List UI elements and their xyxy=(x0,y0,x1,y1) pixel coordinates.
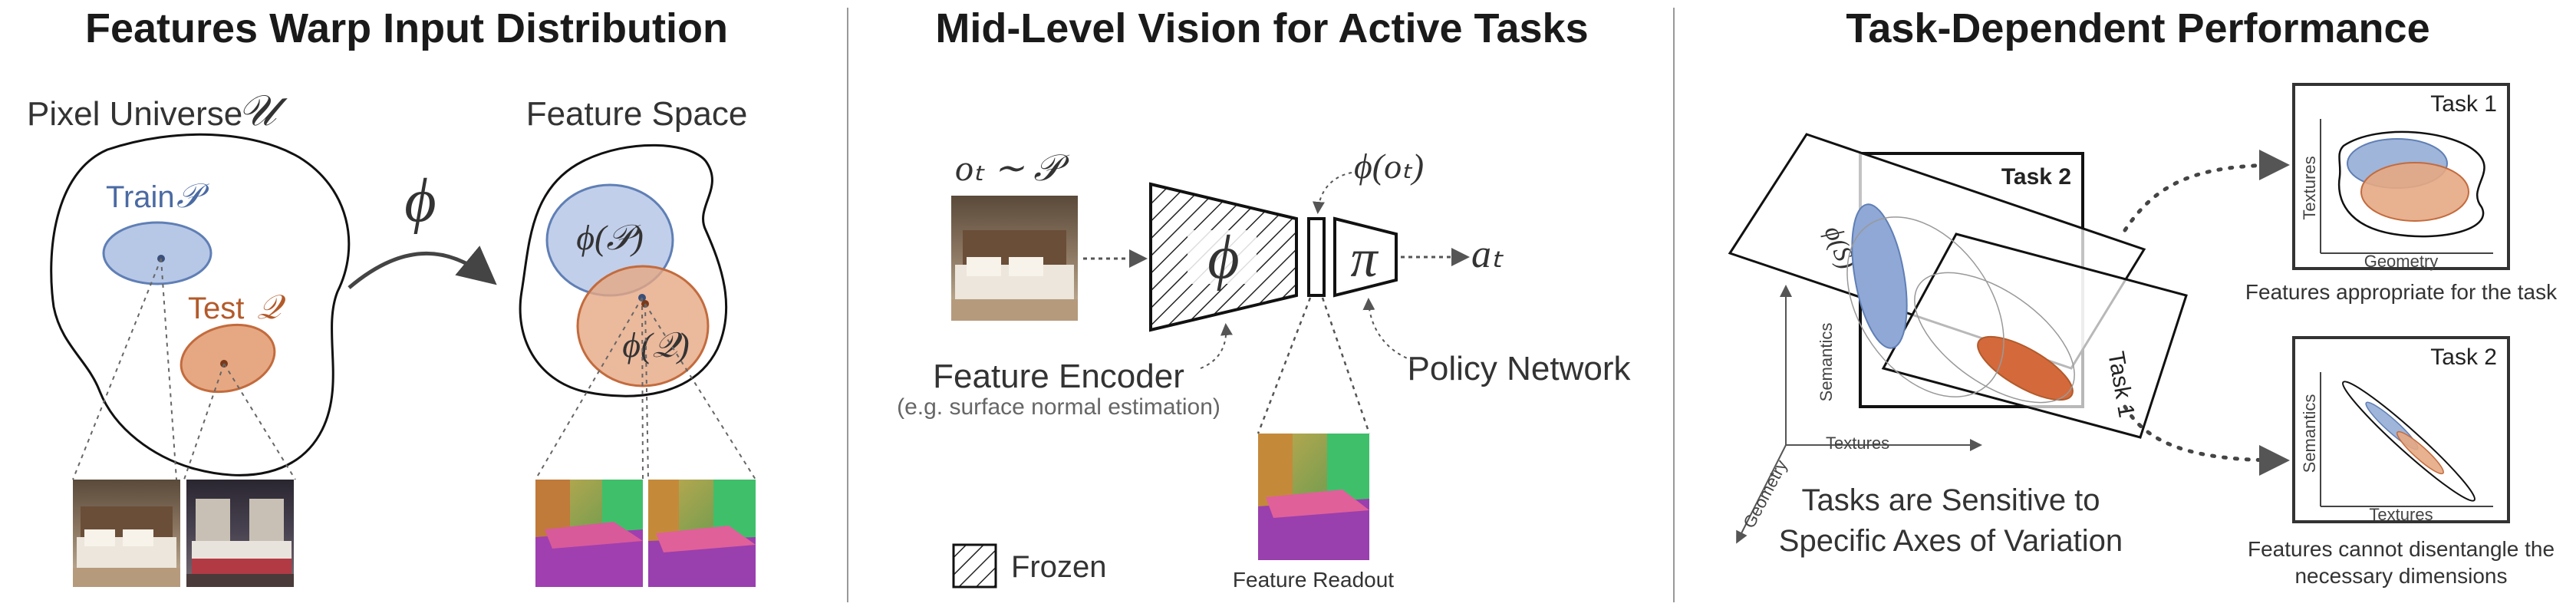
pixel-universe-symbol: 𝒰 xyxy=(238,87,288,135)
arrow-to-task2-box xyxy=(2123,404,2290,476)
action-label: aₜ xyxy=(1471,232,1504,276)
test-label: Test xyxy=(188,292,244,325)
feature-readout-label: Feature Readout xyxy=(1233,568,1394,592)
plane-contour-2 xyxy=(1914,272,2075,404)
task1-x-axis-label: Geometry xyxy=(2364,252,2439,271)
sensitive-line1: Tasks are Sensitive to xyxy=(1801,483,2100,517)
policy-pi-symbol: π xyxy=(1350,229,1379,289)
task1-test-dist xyxy=(2360,162,2469,222)
task1-feature-contour xyxy=(2337,130,2485,238)
phi-ot-label: ϕ(oₜ) xyxy=(1354,147,1424,186)
test-symbol: 𝒬 xyxy=(257,289,286,326)
feature-readout-bar xyxy=(1307,217,1326,297)
task2-x-axis-label: Textures xyxy=(2369,505,2433,524)
task1-box-caption: Features appropriate for the task xyxy=(2245,280,2558,304)
feature-space-label: Feature Space xyxy=(526,95,748,133)
observation-label: oₜ ∼ 𝒫 xyxy=(955,148,1069,189)
train-symbol: 𝒫 xyxy=(176,177,209,215)
projection-lines-right xyxy=(535,297,756,480)
observation-image xyxy=(951,196,1078,321)
task2-box-caption-line2: necessary dimensions xyxy=(2294,564,2507,588)
test-dist-3d xyxy=(1977,335,2074,401)
right-panel-title: Task-Dependent Performance xyxy=(1846,5,2429,51)
task2-box: Task 2 Semantics Textures xyxy=(2292,336,2510,524)
feature-encoder-sublabel: (e.g. surface normal estimation) xyxy=(897,394,1220,420)
plane-contour-1 xyxy=(1846,216,2004,397)
phi-ot-pointer xyxy=(1312,172,1352,214)
train-ellipse xyxy=(102,221,212,285)
feature-space-blob xyxy=(519,143,728,397)
policy-network-block xyxy=(1333,216,1398,298)
task2-feature-contour xyxy=(2342,381,2476,502)
axes-3d xyxy=(1736,285,1982,544)
axis-geometry-label: Geometry xyxy=(1739,457,1790,531)
train-label: Train xyxy=(106,180,175,214)
sensitive-line2: Specific Axes of Variation xyxy=(1779,524,2123,558)
task2-plane-label: Task 2 xyxy=(2001,164,2071,190)
frozen-legend-label: Frozen xyxy=(1011,550,1107,584)
feature-readout-image xyxy=(1258,434,1369,560)
task1-box: Task 1 Textures Geometry xyxy=(2292,83,2510,271)
arrow-to-task1-box xyxy=(2123,150,2290,232)
middle-panel-title: Mid-Level Vision for Active Tasks xyxy=(935,5,1588,51)
task2-box-caption-line1: Features cannot disentangle the xyxy=(2248,537,2555,561)
feature-encoder-label: Feature Encoder xyxy=(933,358,1184,395)
train-image-thumbnail xyxy=(73,480,180,587)
test-ellipse xyxy=(180,323,276,394)
pixel-universe-blob xyxy=(50,133,351,476)
phi-q-label: ϕ(𝒬) xyxy=(622,325,689,364)
task2-box-title: Task 2 xyxy=(2430,345,2497,370)
task1-y-axis-label: Textures xyxy=(2300,156,2319,219)
task2-test-dist xyxy=(2396,430,2444,475)
frozen-legend-swatch xyxy=(952,543,997,589)
left-panel: Features Warp Input Distribution Pixel U… xyxy=(27,5,756,587)
task1-box-title: Task 1 xyxy=(2430,91,2497,117)
axis-textures-label: Textures xyxy=(1826,434,1889,453)
test-feature-thumbnail xyxy=(648,480,756,587)
task1-plane xyxy=(1881,232,2188,439)
phi-mapping-arrow xyxy=(348,246,497,289)
encoder-symbol-bg xyxy=(1188,230,1257,284)
encoder-pointer xyxy=(1200,323,1233,369)
train-feature-thumbnail xyxy=(535,480,643,587)
policy-pointer xyxy=(1362,298,1414,361)
pixel-universe-label: Pixel Universe xyxy=(27,95,242,133)
encoder-phi-symbol: ϕ xyxy=(1207,224,1239,292)
phi-p-label: ϕ(𝒫) xyxy=(576,218,644,257)
policy-network-label: Policy Network xyxy=(1408,350,1632,387)
left-panel-title: Features Warp Input Distribution xyxy=(85,5,728,51)
test-image-thumbnail xyxy=(186,480,294,587)
task2-y-axis-label: Semantics xyxy=(2300,394,2319,473)
right-panel: Task-Dependent Performance Semantics Tex… xyxy=(1728,5,2558,588)
projection-lines-left xyxy=(72,258,296,480)
readout-projection-lines xyxy=(1257,297,1371,434)
axis-semantics-label: Semantics xyxy=(1817,323,1836,402)
train-dist-3d xyxy=(1851,203,1908,349)
phi-symbol-left: ϕ xyxy=(404,167,436,235)
middle-panel: Mid-Level Vision for Active Tasks oₜ ∼ 𝒫… xyxy=(897,5,1631,592)
